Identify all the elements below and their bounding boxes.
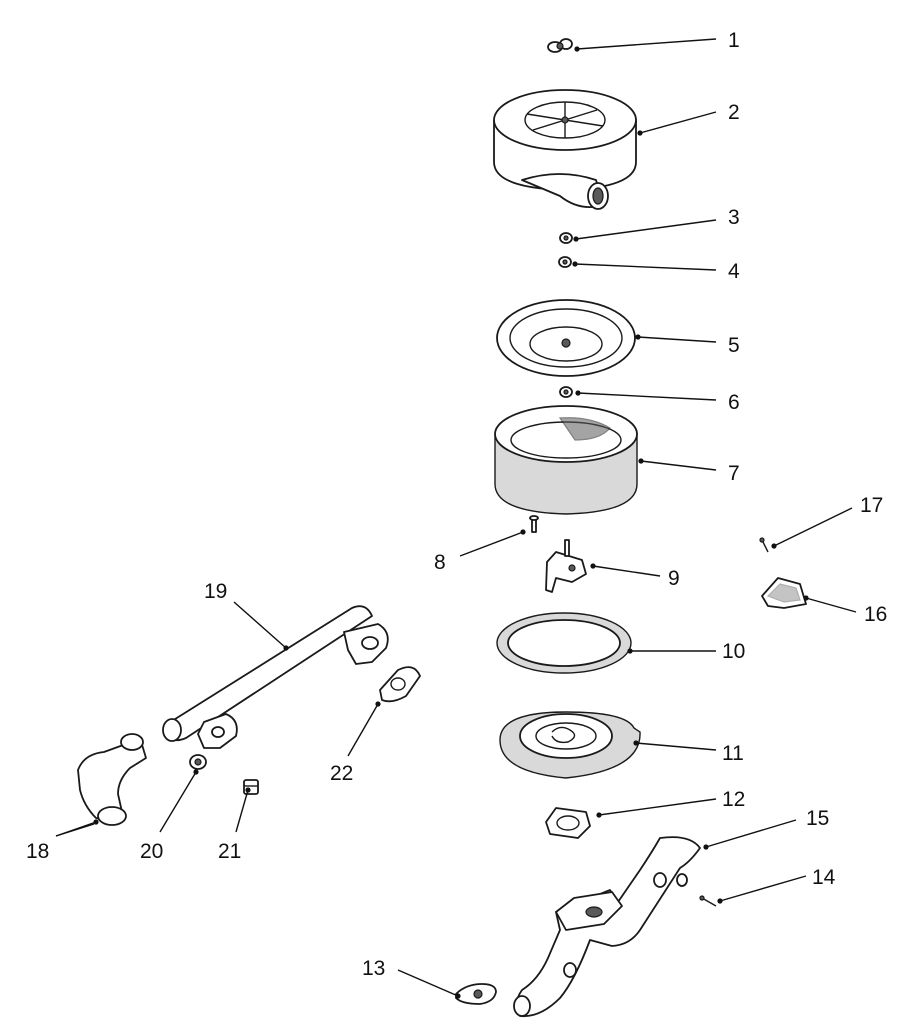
callout-18: 18 (26, 840, 49, 863)
callout-3: 3 (728, 206, 740, 229)
part-17-pin (759, 537, 769, 553)
part-13-gasket (455, 983, 497, 1005)
callout-7: 7 (728, 462, 740, 485)
part-12-flange-gasket (545, 807, 591, 839)
callout-20: 20 (140, 840, 163, 863)
part-15-manifold (513, 836, 701, 1018)
part-9-bracket (545, 539, 587, 593)
part-10-gasket (496, 612, 632, 674)
callout-1: 1 (728, 29, 740, 52)
part-21-plug (243, 779, 259, 795)
leader-20 (159, 771, 197, 833)
part-1-wing-nut (547, 38, 573, 53)
leader-12 (598, 798, 717, 816)
part-7-filter-element (494, 405, 638, 515)
callout-11: 11 (722, 742, 744, 765)
callout-22: 22 (330, 762, 353, 785)
leader-22 (347, 703, 379, 757)
leader-1 (576, 38, 717, 50)
callout-19: 19 (204, 580, 227, 603)
leader-6 (577, 392, 717, 401)
part-16-cap (761, 577, 807, 609)
leader-17 (773, 507, 853, 547)
part-8-screw (529, 515, 539, 533)
callout-15: 15 (806, 807, 829, 830)
leader-4 (574, 263, 717, 271)
callout-labels: 1 2 3 4 5 6 7 8 9 10 11 12 13 14 15 16 1… (26, 29, 887, 980)
part-3-nut (559, 232, 573, 244)
callout-2: 2 (728, 101, 740, 124)
part-19-pipe (162, 605, 389, 749)
leader-19 (233, 601, 287, 649)
leader-5 (637, 336, 717, 343)
leader-2 (639, 111, 717, 134)
leader-13 (397, 969, 459, 997)
leader-7 (640, 460, 717, 471)
leader-9 (592, 565, 661, 577)
part-18-elbow (77, 733, 147, 826)
part-20-fitting (189, 754, 207, 770)
part-6-spacer (559, 386, 573, 398)
callout-16: 16 (864, 603, 887, 626)
callout-12: 12 (722, 788, 745, 811)
part-22-gasket (379, 666, 421, 703)
callout-5: 5 (728, 334, 740, 357)
leader-16 (805, 597, 857, 613)
leader-lines (55, 38, 857, 997)
callout-9: 9 (668, 567, 680, 590)
part-4-nut (558, 256, 572, 268)
part-5-filter-lid (496, 299, 636, 377)
leader-11 (635, 742, 717, 751)
callout-8: 8 (434, 551, 446, 574)
part-14-screw (699, 895, 717, 907)
callout-4: 4 (728, 260, 740, 283)
leader-18b (55, 821, 97, 837)
part-2-cleaner-cover (493, 89, 637, 210)
callout-6: 6 (728, 391, 740, 414)
callout-10: 10 (722, 640, 745, 663)
leader-8 (459, 531, 524, 557)
callout-13: 13 (362, 957, 385, 980)
leader-21 (235, 789, 249, 833)
callout-14: 14 (812, 866, 836, 889)
callout-21: 21 (218, 840, 241, 863)
leader-3 (575, 219, 717, 240)
leader-dots (93, 46, 809, 999)
part-11-base-plate (499, 711, 641, 779)
callout-17: 17 (860, 494, 883, 517)
leader-14 (719, 875, 807, 902)
leader-15 (705, 819, 797, 848)
